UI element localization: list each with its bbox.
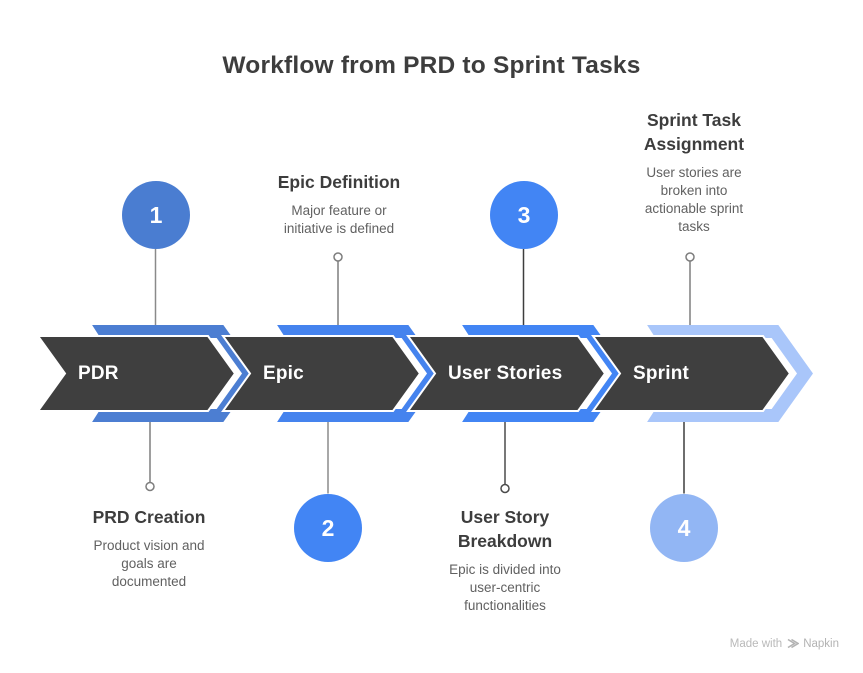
- connector-endpoint-stage4-top: [685, 252, 695, 262]
- step-circle-4-shape: [650, 494, 718, 562]
- stage3-text-block: User Story Breakdown Epic is divided int…: [415, 505, 595, 615]
- chevron-dark-arrow: [406, 335, 607, 412]
- footer-made-with-text: Made with: [729, 637, 783, 650]
- stage-label-sprint: Sprint: [633, 363, 690, 384]
- stage3-description: Epic is divided into user-centric functi…: [449, 562, 561, 613]
- footer-brand-link[interactable]: Napkin: [803, 637, 839, 650]
- chevron-stage-3[interactable]: [406, 325, 628, 422]
- stage4-heading: Sprint Task Assignment: [643, 110, 745, 154]
- step-circle-4[interactable]: 4: [650, 494, 718, 562]
- chevron-stage-4[interactable]: [591, 325, 813, 422]
- step-number-2: 2: [322, 515, 335, 541]
- step-circle-1-shape: [122, 181, 190, 249]
- chevron-stage-2[interactable]: [221, 325, 443, 422]
- stage1-heading: PRD Creation: [92, 507, 206, 527]
- stage-label-epic: Epic: [263, 363, 304, 384]
- chevron-stage-1[interactable]: [36, 325, 258, 422]
- step-number-4: 4: [678, 515, 691, 541]
- stage4-description: User stories are broken into actionable …: [644, 165, 744, 234]
- stage4-text-block: Sprint Task Assignment User stories are …: [604, 108, 784, 236]
- chevron-dark-arrow: [36, 335, 237, 412]
- step-circle-3-shape: [490, 181, 558, 249]
- stage-label-user-stories: User Stories: [448, 363, 563, 384]
- napkin-logo-icon: [787, 638, 800, 649]
- step-circle-1[interactable]: 1: [122, 181, 190, 249]
- stage1-text-block: PRD Creation Product vision and goals ar…: [59, 505, 239, 591]
- connector-endpoint-stage2-top: [333, 252, 343, 262]
- stage2-description: Major feature or initiative is defined: [283, 203, 395, 236]
- step-number-1: 1: [150, 202, 163, 228]
- stage2-text-block: Epic Definition Major feature or initiat…: [249, 170, 429, 238]
- page-title: Workflow from PRD to Sprint Tasks: [222, 52, 641, 79]
- stage1-description: Product vision and goals are documented: [93, 538, 205, 589]
- stage2-heading: Epic Definition: [277, 172, 401, 192]
- step-number-3: 3: [518, 202, 531, 228]
- connector-endpoint-stage1-bottom: [145, 481, 155, 492]
- chevron-dark-arrow: [591, 335, 792, 412]
- stage-label-pdr: PDR: [78, 363, 119, 384]
- footer-credit: Made with Napkin: [730, 637, 839, 650]
- connector-endpoint-stage3-bottom: [500, 483, 510, 494]
- stage3-heading: User Story Breakdown: [457, 507, 553, 551]
- chevron-dark-arrow: [221, 335, 422, 412]
- step-circle-2[interactable]: 2: [294, 494, 362, 562]
- step-circle-2-shape: [294, 494, 362, 562]
- step-circle-3[interactable]: 3: [490, 181, 558, 249]
